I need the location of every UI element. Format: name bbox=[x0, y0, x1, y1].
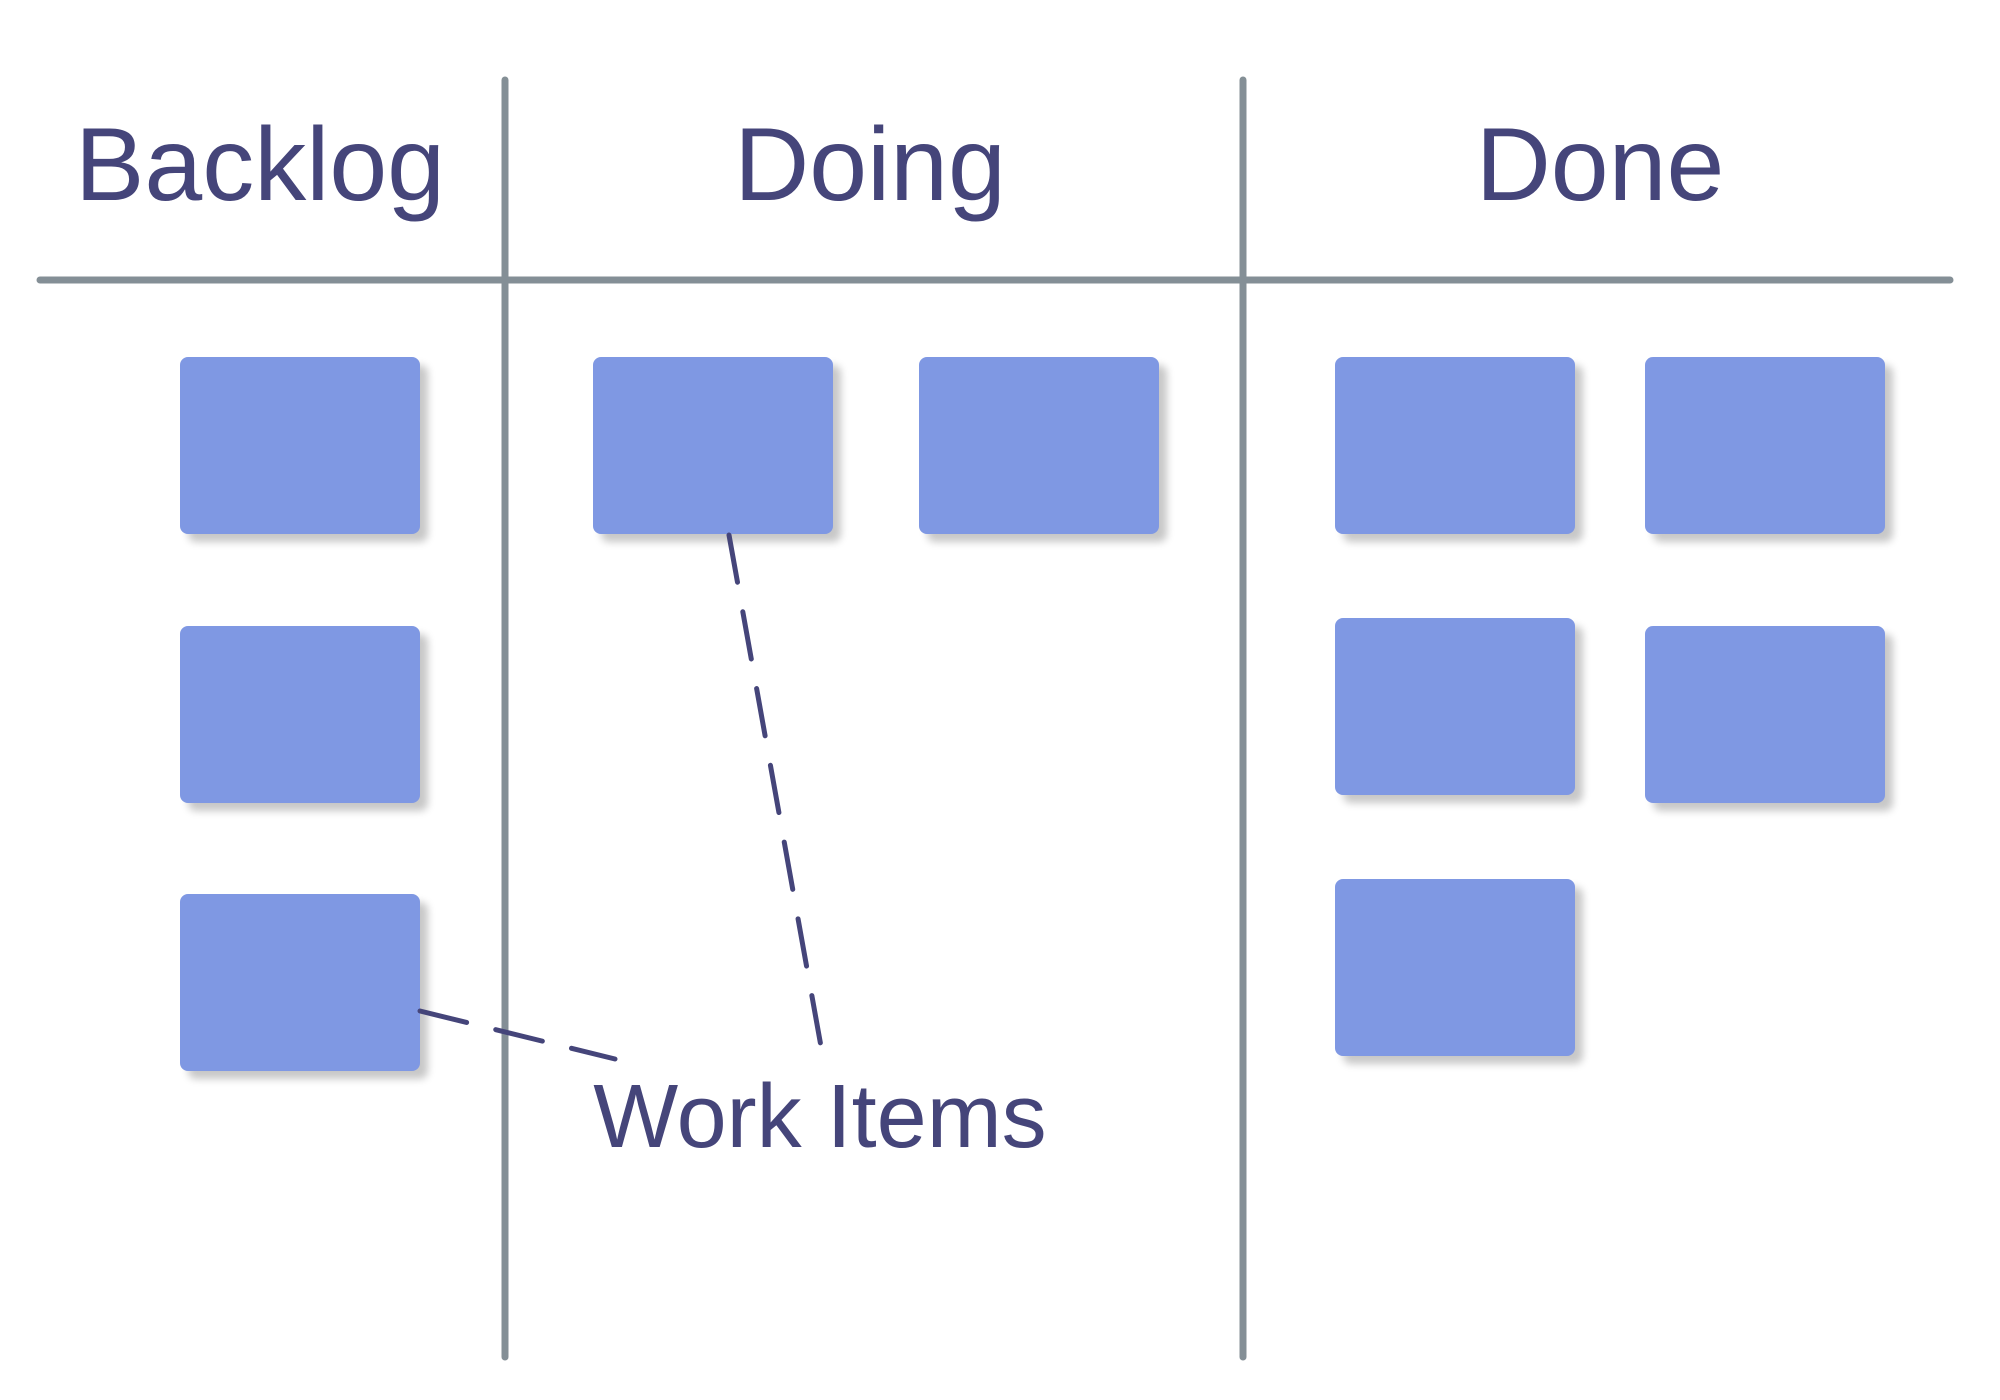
column-title-done: Done bbox=[1475, 107, 1725, 223]
backlog-card-1[interactable] bbox=[180, 357, 420, 534]
work-items-label: Work Items bbox=[593, 1067, 1047, 1167]
leader-line-backlog-card bbox=[417, 1008, 618, 1062]
doing-card-2[interactable] bbox=[919, 357, 1159, 534]
column-title-backlog: Backlog bbox=[75, 107, 445, 223]
backlog-card-2[interactable] bbox=[180, 626, 420, 803]
done-card-2[interactable] bbox=[1645, 357, 1885, 534]
done-card-3[interactable] bbox=[1335, 618, 1575, 795]
leader-line-doing-card bbox=[726, 532, 825, 1055]
done-card-4[interactable] bbox=[1645, 626, 1885, 803]
done-card-5[interactable] bbox=[1335, 879, 1575, 1056]
backlog-card-3[interactable] bbox=[180, 894, 420, 1071]
done-card-1[interactable] bbox=[1335, 357, 1575, 534]
doing-card-1[interactable] bbox=[593, 357, 833, 534]
column-title-doing: Doing bbox=[734, 107, 1006, 223]
